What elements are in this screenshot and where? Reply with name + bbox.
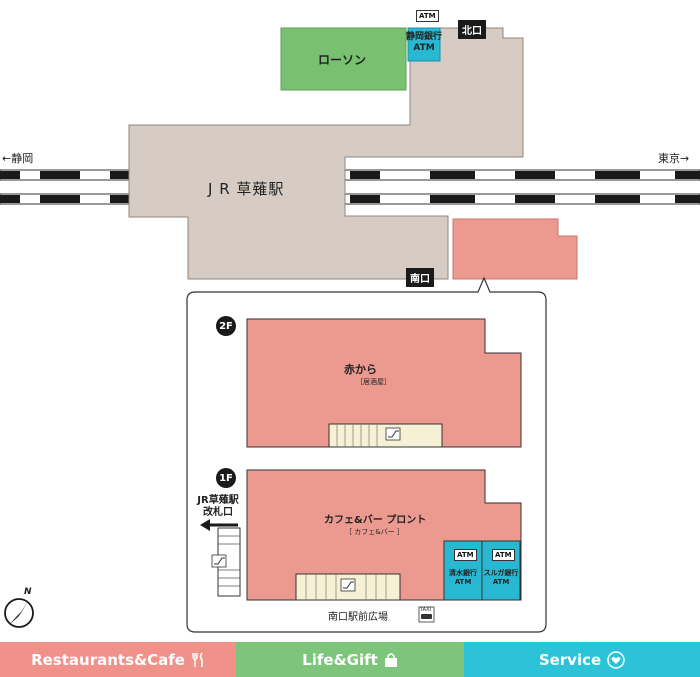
atm-chip-top: ATM	[416, 10, 439, 22]
tab-life-gift[interactable]: Life&Gift	[236, 642, 464, 677]
compass-icon	[4, 598, 34, 628]
gate-label: JR草薙駅 改札口	[196, 495, 240, 519]
akakara-name: 赤から	[344, 363, 377, 376]
floor-badge-1f: 1F	[216, 468, 236, 488]
railway-tracks	[0, 169, 700, 205]
tab-service-label: Service	[538, 650, 602, 669]
shizuoka-bank-name: 静岡銀行	[406, 32, 443, 42]
akakara-type: ［居酒屋］	[356, 378, 391, 386]
floor-badge-2f: 2F	[216, 316, 236, 336]
cafe-type: ［ カフェ&バー ］	[345, 528, 404, 536]
shimizu-bank-atm-label: ATM	[454, 578, 472, 586]
tab-service[interactable]: Service	[464, 642, 700, 677]
gate-label-line1: JR草薙駅	[197, 495, 239, 506]
gate-label-line2: 改札口	[203, 507, 233, 518]
north-exit-tag[interactable]: 北口	[458, 20, 486, 39]
station-name: J R 草薙駅	[208, 180, 285, 198]
shimizu-bank-name: 清水銀行	[449, 569, 477, 577]
area-map	[0, 27, 700, 633]
suruga-bank-atm-label: ATM	[492, 578, 510, 586]
tab-restaurants-cafe-label: Restaurants&Cafe	[31, 650, 185, 669]
shizuoka-bank-atm-label: ATM	[413, 43, 435, 53]
akakara-restaurant[interactable]	[246, 318, 522, 448]
lawson-store[interactable]	[280, 27, 407, 91]
taxi-icon	[418, 606, 435, 623]
suruga-bank-name: スルガ銀行	[483, 569, 519, 577]
tab-life-gift-label: Life&Gift	[302, 650, 378, 669]
shizuoka-bank-atm[interactable]	[407, 27, 441, 62]
suruga-bank-label: スルガ銀行 ATM	[482, 569, 520, 587]
shimizu-bank-label: 清水銀行 ATM	[444, 569, 482, 587]
east-direction: 東京→	[658, 152, 690, 165]
south-exit-tag[interactable]: 南口	[406, 268, 434, 287]
compass-north-label: N	[24, 587, 32, 597]
plaza-label: 南口駅前広場	[328, 612, 388, 623]
cafe-name: カフェ&バー プロント	[324, 515, 427, 526]
gate-arrow-icon	[200, 519, 238, 531]
stairs-2f	[328, 423, 443, 448]
west-direction: ←静岡	[2, 152, 34, 165]
escalator-icon	[211, 427, 401, 592]
lawson-label: ローソン	[318, 53, 367, 67]
fork-knife-icon	[191, 652, 205, 668]
taxi-label: TAXI	[420, 607, 431, 613]
heart-icon	[607, 650, 625, 669]
station-building	[128, 27, 524, 280]
atm-chip-shimizu: ATM	[454, 549, 477, 561]
shopping-bag-icon	[384, 652, 398, 668]
shizuoka-bank-label: 静岡銀行 ATM	[406, 32, 442, 54]
tab-restaurants-cafe[interactable]: Restaurants&Cafe	[0, 642, 236, 677]
atm-chip-suruga: ATM	[492, 549, 515, 561]
south-building[interactable]	[452, 218, 578, 280]
